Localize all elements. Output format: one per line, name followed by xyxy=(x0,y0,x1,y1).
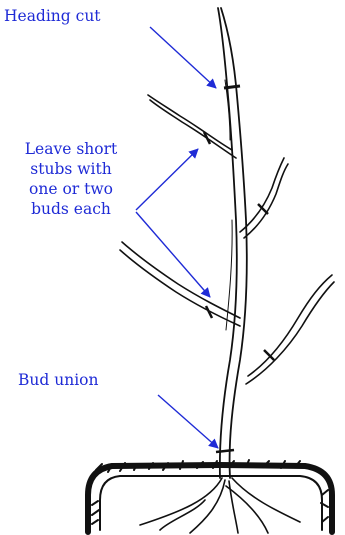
trunk xyxy=(218,8,247,478)
branch-lower-left xyxy=(122,242,240,318)
label-stubs-line-4: buds each xyxy=(10,199,132,219)
arrow-heading-cut xyxy=(150,27,216,88)
annotation-arrows xyxy=(136,27,218,448)
arrow-bud-union xyxy=(158,395,218,448)
soil-mound xyxy=(88,460,332,532)
label-stubs-line-1: Leave short xyxy=(10,139,132,159)
branches xyxy=(120,95,334,384)
arrow-stubs-upper xyxy=(136,149,198,210)
branch-lower-right xyxy=(248,275,332,376)
roots xyxy=(140,478,300,533)
bud-union-mark xyxy=(216,450,234,452)
label-stubs-line-3: one or two xyxy=(10,179,132,199)
label-heading-cut: Heading cut xyxy=(4,6,144,26)
branch-upper-left xyxy=(148,95,232,150)
label-bud-union: Bud union xyxy=(18,370,138,390)
heading-cut-mark xyxy=(224,86,240,88)
label-stubs-line-2: stubs with xyxy=(10,159,132,179)
arrow-stubs-lower xyxy=(136,212,210,297)
label-leave-short-stubs: Leave short stubs with one or two buds e… xyxy=(10,139,132,219)
